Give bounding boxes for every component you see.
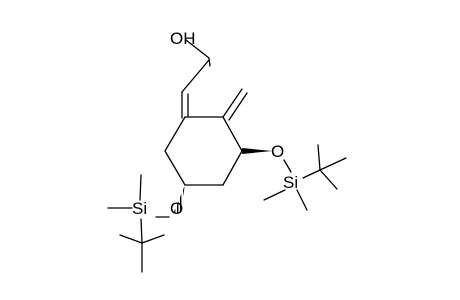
atom-label-ether-o-left: O — [170, 199, 183, 218]
bond-si-methyl-right-a — [263, 189, 286, 201]
bond-o-si-right — [283, 159, 292, 173]
bond-lines — [107, 39, 347, 273]
atom-label-silicon-left: Si — [132, 199, 147, 218]
bond-ch2-ch — [208, 57, 211, 67]
bond-tbu-right-2 — [319, 157, 347, 171]
bond-methylene-1 — [222, 88, 243, 118]
bond-tbu-left-2 — [141, 234, 165, 244]
bond-tbu-right-3 — [319, 169, 338, 190]
atom-label-hydroxyl: OH — [170, 29, 196, 48]
bond-oh-ch2 — [185, 39, 210, 59]
bond-si-tbu-right — [302, 169, 321, 179]
bond-c3-c4 — [222, 150, 243, 186]
atom-label-silicon-right: Si — [283, 173, 298, 192]
bond-methylene-2 — [228, 92, 248, 121]
bond-si-tbu-left — [140, 218, 143, 244]
bond-si-methyl-right-b — [296, 189, 308, 211]
atom-label-ether-o-right: O — [271, 142, 284, 161]
bond-tbu-right-1 — [317, 144, 321, 171]
bond-ch2-ch-main — [181, 59, 210, 93]
bond-c5-c6 — [164, 150, 186, 186]
bond-tbu-left-1 — [119, 234, 143, 244]
atom-labels: OH O Si Si O — [132, 29, 298, 218]
bond-c1-c6 — [164, 116, 186, 152]
wedge-bond-c3-o — [242, 148, 272, 154]
hashed-bond-c5-o — [174, 185, 185, 214]
bond-si-methyl-left-a — [139, 174, 142, 201]
bond-c2-c3 — [222, 116, 243, 152]
